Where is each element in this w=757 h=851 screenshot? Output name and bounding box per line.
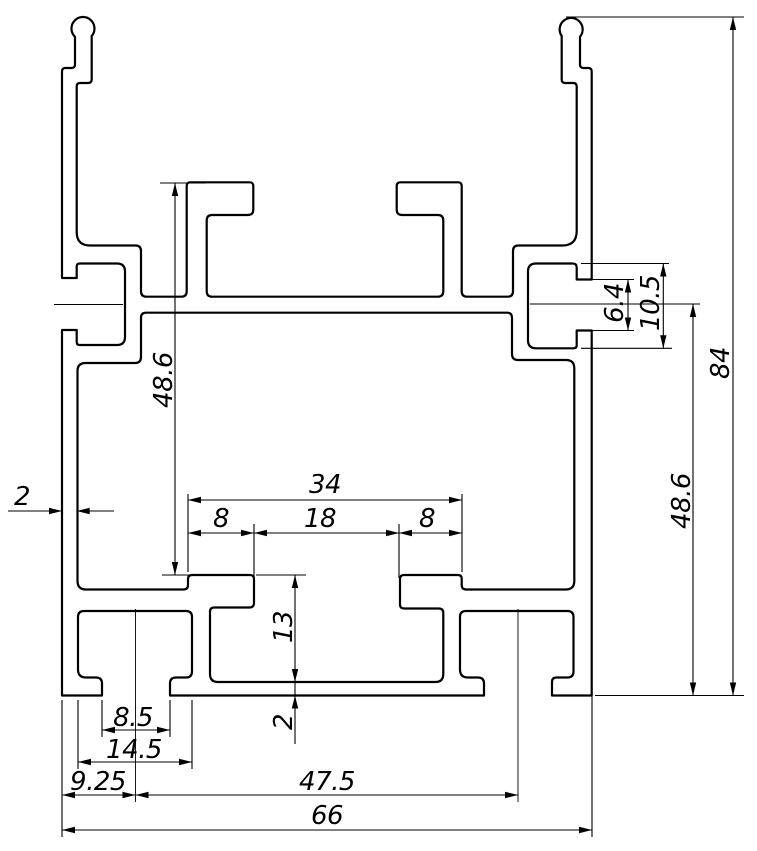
dimension-side-pocket: 10.5 [581, 262, 672, 349]
dimension-groove-chain: 8 18 8 [188, 504, 462, 578]
dim-label: 8 [213, 504, 229, 534]
dimension-overall-height: 84 [566, 16, 744, 696]
dimension-bottom-wall: 2 [269, 682, 299, 744]
dim-label: 47.5 [299, 767, 355, 797]
dimension-side-slot: 6.4 [588, 278, 634, 332]
dim-label: 66 [311, 801, 343, 831]
dimension-screw-axes: 9.25 47.5 [61, 700, 518, 837]
dimension-screw-slot: 8.5 [101, 700, 171, 737]
dimension-screw-boss: 14.5 [77, 700, 193, 769]
dimension-channel-depth: 13 [256, 574, 306, 682]
dim-label: 84 [706, 347, 736, 379]
dim-label: 6.4 [600, 283, 630, 323]
dim-label: 8.5 [113, 703, 153, 733]
dimensions: 2 48.6 34 [8, 16, 744, 837]
dim-label: 18 [304, 504, 336, 534]
centerlines [54, 303, 700, 802]
dimension-right-inner-height: 48.6 [595, 304, 744, 697]
dim-label: 13 [269, 611, 299, 643]
dim-label: 34 [309, 470, 341, 500]
dim-label: 10.5 [636, 275, 666, 331]
profile-chamber-outline [76, 311, 576, 684]
dim-label: 14.5 [106, 735, 162, 765]
dim-label: 2 [14, 482, 30, 512]
dim-label: 2 [269, 714, 299, 730]
dim-label: 9.25 [70, 767, 126, 797]
dim-label: 48.6 [667, 473, 697, 529]
dim-label: 48.6 [149, 352, 179, 408]
dimension-wall-thickness: 2 [8, 482, 114, 515]
dimension-overall-width: 66 [62, 688, 593, 837]
dimension-left-inner-height: 48.6 [149, 182, 206, 576]
dim-label: 8 [419, 504, 435, 534]
